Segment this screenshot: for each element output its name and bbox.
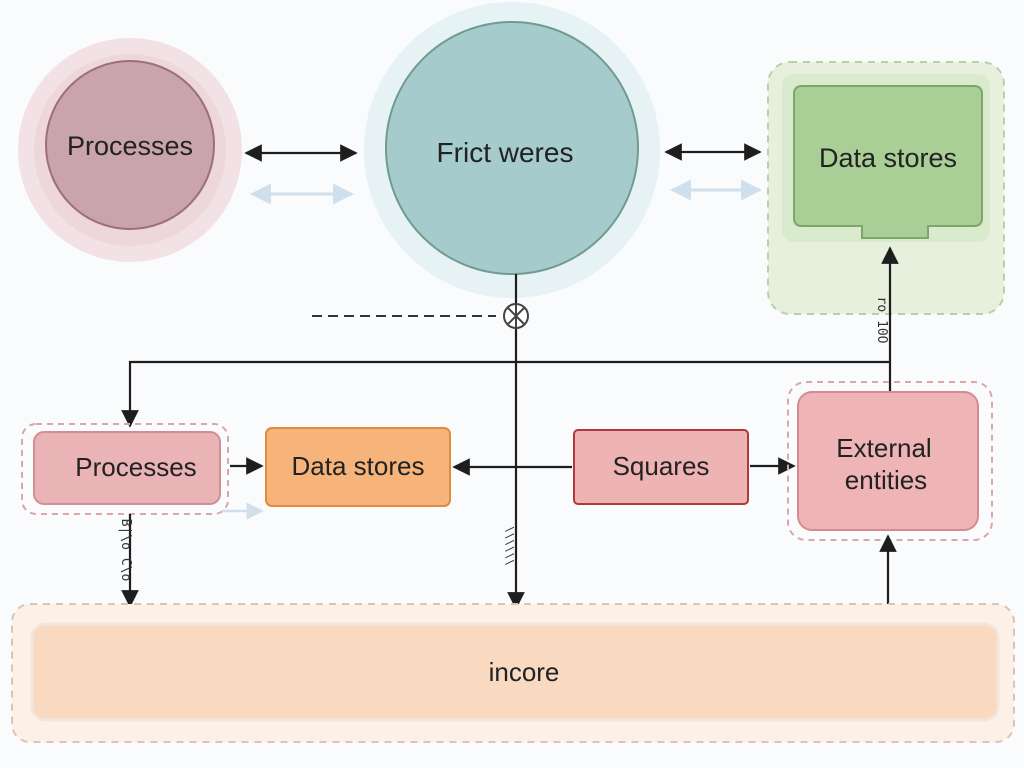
squares-box-node: Squares [573, 429, 749, 505]
squares-box-label: Squares [613, 451, 710, 481]
processes-box-node: Processes [21, 423, 229, 515]
processes-circle-label: Processes [67, 131, 193, 161]
data-stores-top-box [793, 85, 983, 239]
processes-circle [45, 60, 215, 230]
external-box-label-line2: entities [845, 465, 927, 495]
squares-box [573, 429, 749, 505]
center-circle-label: Frict weres [437, 137, 574, 168]
center-vertical-annotation: \\\\\\ [503, 526, 516, 566]
data-stores-box [265, 427, 451, 507]
arrow-horizontal-to-processes [121, 360, 890, 428]
processes-box [33, 431, 221, 505]
incore-bar [30, 622, 1000, 722]
data-stores-top-label: Data stores [819, 143, 957, 173]
right-vertical-annotation: ro 10O [874, 297, 889, 344]
external-box [797, 391, 979, 531]
center-circle-node: Frict weres [364, 2, 660, 298]
center-circle [385, 21, 639, 275]
processes-box-label: Processes [75, 452, 196, 482]
incore-bar-node: incore [11, 603, 1015, 743]
left-vertical-annotation: B|\o C\o [118, 519, 133, 582]
processes-box-outline [21, 423, 229, 515]
data-stores-box-node: Data stores [265, 427, 451, 507]
data-stores-box-label: Data stores [292, 451, 425, 481]
junction-icon [503, 303, 529, 329]
data-stores-top-node: Data stores [767, 61, 1005, 315]
incore-bar-label: incore [489, 657, 560, 687]
processes-circle-node: Processes [18, 38, 242, 262]
external-box-label-line1: External [836, 433, 931, 463]
external-box-node: External entities [787, 381, 993, 541]
